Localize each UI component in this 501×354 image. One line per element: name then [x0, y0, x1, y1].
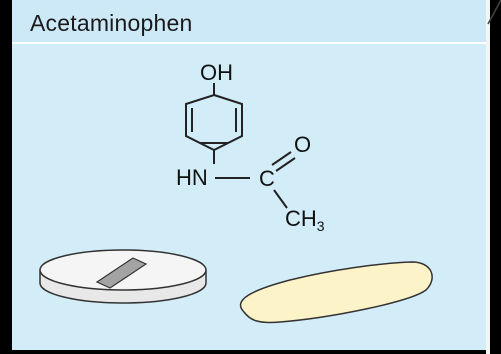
benzene-ring: [185, 93, 243, 152]
title-bar: Acetaminophen: [12, 0, 486, 44]
oxygen-label: O: [294, 132, 311, 157]
tablet-icon: [39, 249, 207, 304]
carbon-label: C: [259, 166, 275, 191]
amine-label: HN: [176, 165, 208, 190]
c-o-bond-1: [271, 151, 292, 166]
methyl-label: CH3: [285, 206, 325, 234]
hydroxyl-label: OH: [200, 60, 233, 85]
frame-divider: [486, 0, 490, 354]
tablet-score: [95, 257, 148, 289]
ring-outline: [185, 93, 243, 152]
right-frame: [486, 0, 501, 354]
drug-title: Acetaminophen: [30, 10, 193, 36]
c-o-bond-2: [275, 157, 296, 172]
c-ch3-bond: [273, 189, 288, 209]
corner-mark: [487, 0, 501, 25]
suppository-icon: [239, 261, 433, 324]
